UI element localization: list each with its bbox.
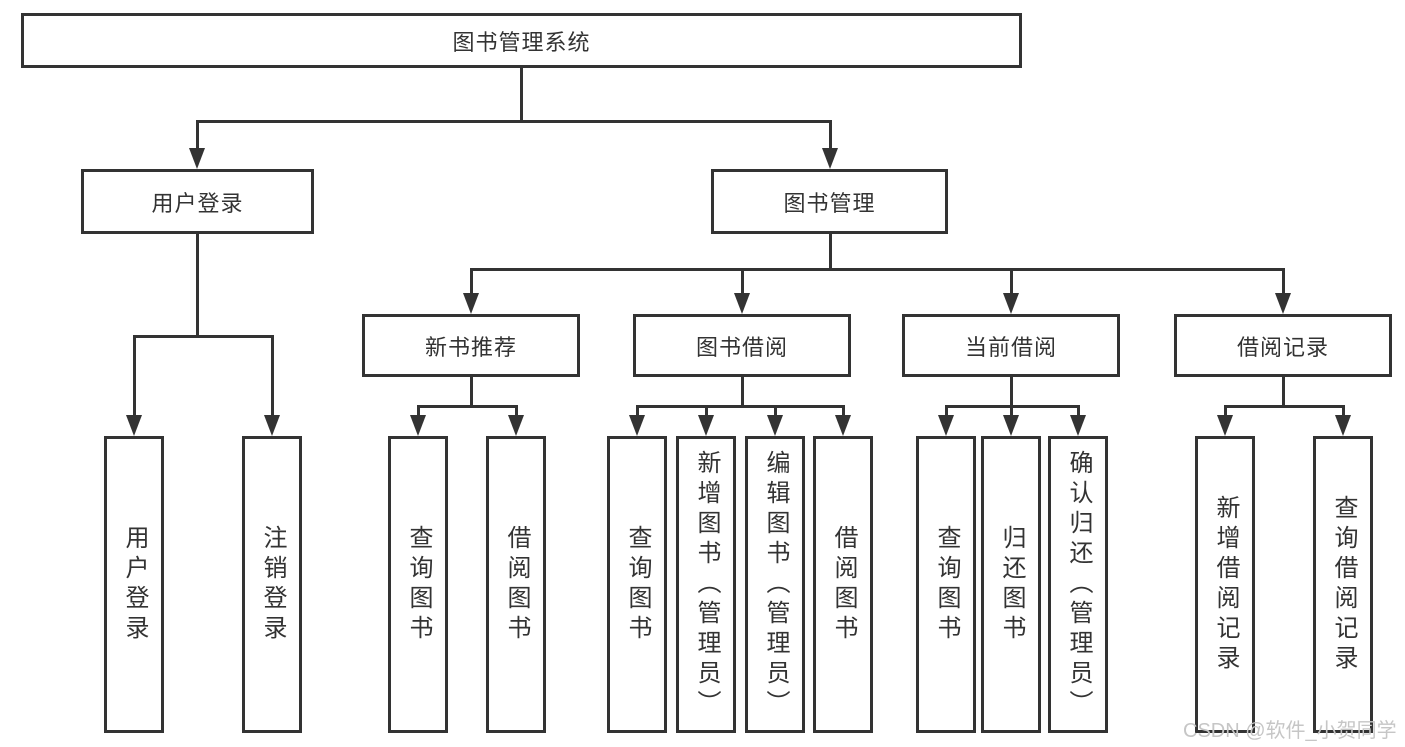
arrow-down-icon <box>126 415 142 436</box>
node-library-management-system: 图书管理系统 <box>21 13 1022 68</box>
arrow-down-icon <box>629 415 645 436</box>
node-logout-leaf: 注销登录 <box>242 436 302 733</box>
connector-root-branch <box>196 120 832 123</box>
arrow-down-icon <box>1217 415 1233 436</box>
node-book-management: 图书管理 <box>711 169 948 234</box>
connector-drop <box>417 405 420 415</box>
node-current-query-books: 查询图书 <box>916 436 976 733</box>
connector-borrow-stem <box>741 377 744 405</box>
arrow-down-icon <box>698 415 714 436</box>
arrow-down-icon <box>189 148 205 169</box>
arrow-down-icon <box>767 415 783 436</box>
connector-drop-new-book <box>470 268 473 293</box>
arrow-down-icon <box>1003 415 1019 436</box>
node-records-query-record: 查询借阅记录 <box>1313 436 1373 733</box>
connector-records-branch <box>1224 405 1345 408</box>
csdn-watermark: CSDN @软件_小贺同学 <box>1183 720 1397 742</box>
node-book-borrow: 图书借阅 <box>633 314 851 377</box>
node-borrow-edit-books-admin: 编辑图书（管理员） <box>745 436 805 733</box>
node-current-borrow: 当前借阅 <box>902 314 1120 377</box>
node-recommend-borrow-books: 借阅图书 <box>486 436 546 733</box>
arrow-down-icon <box>1335 415 1351 436</box>
connector-drop-login-leaf <box>133 335 136 415</box>
node-borrow-add-books-admin: 新增图书（管理员） <box>676 436 736 733</box>
node-recommend-query-books: 查询图书 <box>388 436 448 733</box>
connector-recommend-branch <box>417 405 518 408</box>
arrow-down-icon <box>463 293 479 314</box>
connector-drop-logout-leaf <box>271 335 274 415</box>
node-records-add-record: 新增借阅记录 <box>1195 436 1255 733</box>
connector-drop <box>1224 405 1227 415</box>
connector-current-stem <box>1010 377 1013 405</box>
connector-book-management-stem <box>829 234 832 268</box>
connector-records-stem <box>1282 377 1285 405</box>
node-current-confirm-return-admin: 确认归还（管理员） <box>1048 436 1108 733</box>
connector-drop-user-login <box>196 120 199 148</box>
arrow-down-icon <box>835 415 851 436</box>
connector-drop-book-borrow <box>741 268 744 293</box>
connector-drop <box>774 405 777 415</box>
connector-drop <box>945 405 948 415</box>
arrow-down-icon <box>734 293 750 314</box>
connector-drop-borrow-records <box>1282 268 1285 293</box>
connector-root-stem <box>520 68 523 120</box>
connector-drop <box>515 405 518 415</box>
arrow-down-icon <box>1003 293 1019 314</box>
node-user-login: 用户登录 <box>81 169 314 234</box>
connector-recommend-stem <box>470 377 473 405</box>
node-borrow-borrow-books: 借阅图书 <box>813 436 873 733</box>
arrow-down-icon <box>1275 293 1291 314</box>
connector-drop-current-borrow <box>1010 268 1013 293</box>
node-new-book-recommend: 新书推荐 <box>362 314 580 377</box>
connector-drop <box>705 405 708 415</box>
node-current-return-books: 归还图书 <box>981 436 1041 733</box>
connector-user-login-stem <box>196 234 199 335</box>
node-user-login-leaf: 用户登录 <box>104 436 164 733</box>
connector-drop <box>1010 405 1013 415</box>
connector-borrow-branch <box>636 405 845 408</box>
arrow-down-icon <box>410 415 426 436</box>
connector-drop <box>1342 405 1345 415</box>
connector-drop <box>842 405 845 415</box>
arrow-down-icon <box>938 415 954 436</box>
connector-book-management-branch <box>470 268 1285 271</box>
connector-drop-book-management <box>829 120 832 148</box>
arrow-down-icon <box>508 415 524 436</box>
arrow-down-icon <box>1070 415 1086 436</box>
connector-drop <box>636 405 639 415</box>
arrow-down-icon <box>264 415 280 436</box>
arrow-down-icon <box>822 148 838 169</box>
node-borrow-query-books: 查询图书 <box>607 436 667 733</box>
connector-user-login-branch <box>133 335 273 338</box>
node-borrow-records: 借阅记录 <box>1174 314 1392 377</box>
connector-drop <box>1077 405 1080 415</box>
